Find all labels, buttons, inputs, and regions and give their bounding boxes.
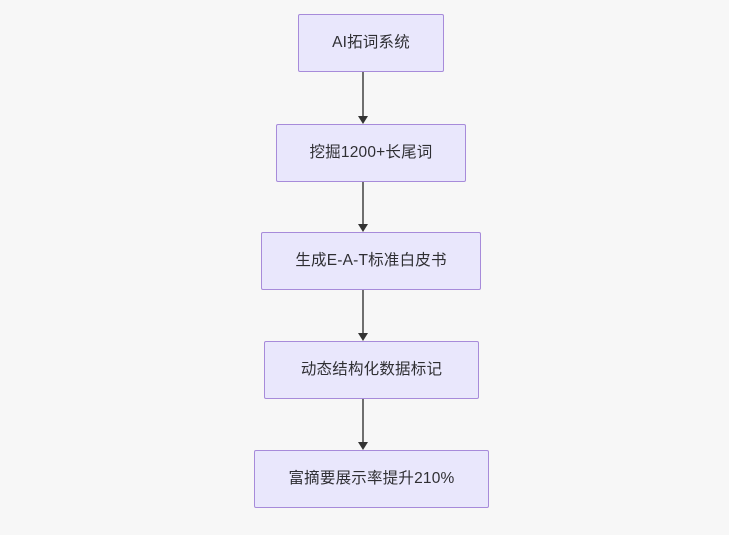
flow-edge-4: [353, 399, 373, 450]
flow-node-label: 生成E-A-T标准白皮书: [295, 252, 447, 270]
arrow-head-icon: [358, 333, 368, 341]
flow-edge-1: [353, 72, 373, 124]
flow-node-generate-eat-whitepaper[interactable]: 生成E-A-T标准白皮书: [261, 232, 481, 290]
flow-node-label: 动态结构化数据标记: [300, 361, 443, 379]
flow-node-label: AI拓词系统: [332, 34, 410, 52]
arrow-head-icon: [358, 116, 368, 124]
edge-line: [362, 399, 364, 443]
flow-edge-2: [353, 182, 373, 232]
edge-line: [362, 182, 364, 225]
flow-node-label: 富摘要展示率提升210%: [288, 470, 455, 488]
arrow-head-icon: [358, 224, 368, 232]
flow-node-rich-snippet-rate-increase[interactable]: 富摘要展示率提升210%: [254, 450, 489, 508]
edge-line: [362, 72, 364, 117]
arrow-head-icon: [358, 442, 368, 450]
flow-edge-3: [353, 290, 373, 341]
flow-node-label: 挖掘1200+长尾词: [309, 144, 433, 162]
flow-node-mine-longtail-keywords[interactable]: 挖掘1200+长尾词: [276, 124, 466, 182]
edge-line: [362, 290, 364, 334]
flow-node-dynamic-structured-data-markup[interactable]: 动态结构化数据标记: [264, 341, 479, 399]
flow-node-ai-keyword-system[interactable]: AI拓词系统: [298, 14, 444, 72]
